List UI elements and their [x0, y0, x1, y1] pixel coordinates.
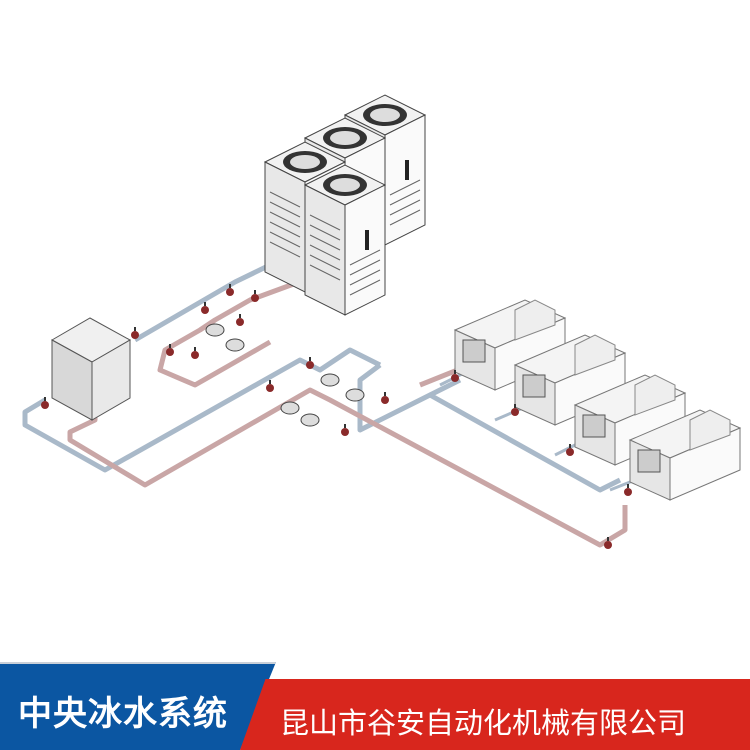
pumps — [205, 323, 365, 427]
company-banner — [240, 679, 750, 750]
product-title: 中央冰水系统 — [18, 694, 228, 734]
chilled-water-system-diagram — [22, 94, 741, 550]
return-pipes — [22, 262, 622, 493]
air-handling-units — [454, 299, 741, 501]
chiller-units — [264, 94, 426, 316]
water-tank — [50, 317, 132, 421]
company-name: 昆山市谷安自动化机械有限公司 — [280, 706, 687, 740]
title-banner — [0, 662, 276, 750]
